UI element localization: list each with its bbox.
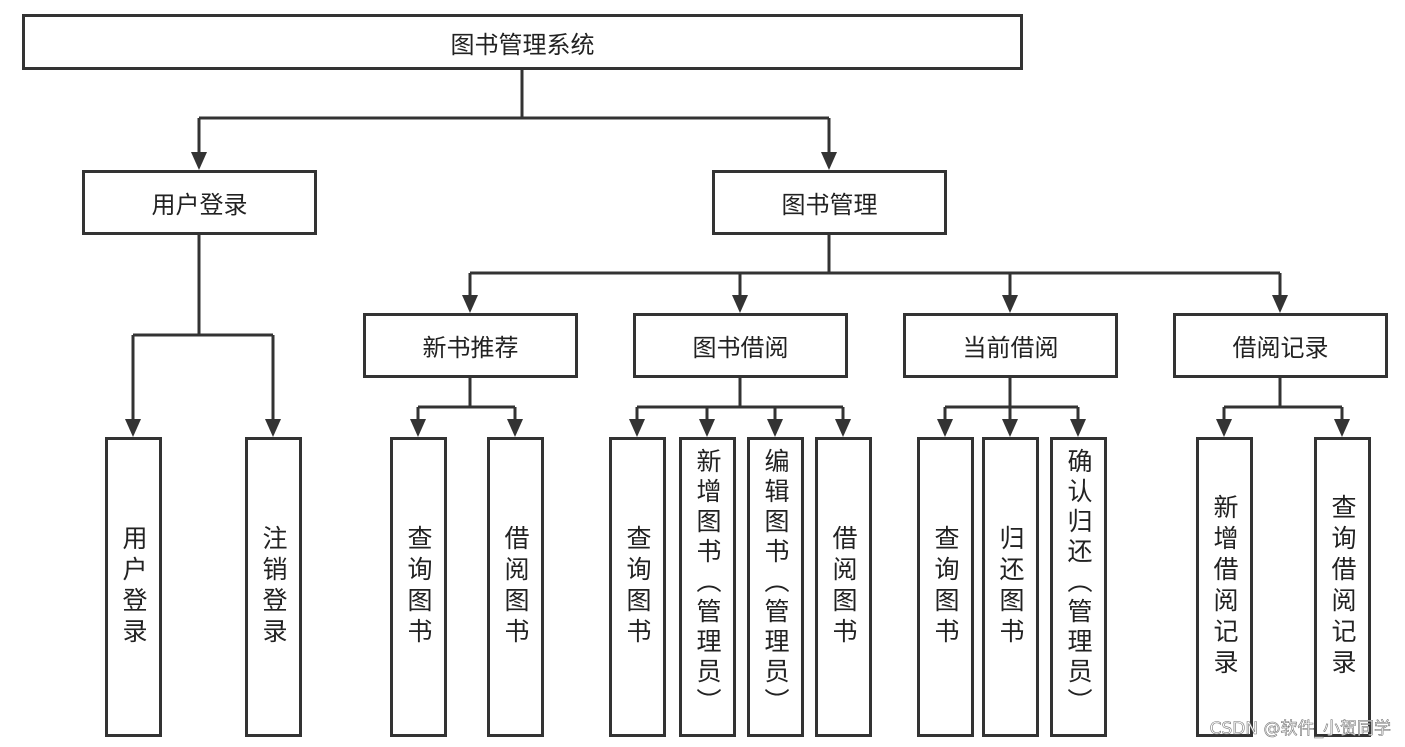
leaf-node: 注销登录 (245, 437, 302, 737)
arrow-head (1070, 419, 1086, 437)
arrow-head (1002, 295, 1018, 313)
arrow-head (507, 419, 523, 437)
arrow-head (410, 419, 426, 437)
arrow-head (1002, 419, 1018, 437)
group-node: 新书推荐 (363, 313, 578, 378)
leaf-node: 借阅图书 (487, 437, 544, 737)
arrow-head (462, 295, 478, 313)
leaf-node: 新增图书（管理员） (679, 437, 736, 737)
group-node: 图书借阅 (633, 313, 848, 378)
arrow-head (191, 152, 207, 170)
leaf-node: 查询借阅记录 (1314, 437, 1371, 737)
leaf-node: 归还图书 (982, 437, 1039, 737)
leaf-node: 借阅图书 (815, 437, 872, 737)
arrow-head (767, 419, 783, 437)
group-node: 当前借阅 (903, 313, 1118, 378)
branch-node: 用户登录 (82, 170, 317, 235)
leaf-node: 确认归还（管理员） (1050, 437, 1107, 737)
root-node: 图书管理系统 (22, 14, 1023, 70)
leaf-node: 查询图书 (917, 437, 974, 737)
arrow-head (699, 419, 715, 437)
arrow-head (835, 419, 851, 437)
arrow-head (125, 419, 141, 437)
group-node: 借阅记录 (1173, 313, 1388, 378)
arrow-head (265, 419, 281, 437)
arrow-head (1272, 295, 1288, 313)
arrow-head (732, 295, 748, 313)
leaf-node: 用户登录 (105, 437, 162, 737)
arrow-head (937, 419, 953, 437)
leaf-node: 编辑图书（管理员） (747, 437, 804, 737)
arrow-head (629, 419, 645, 437)
branch-node: 图书管理 (712, 170, 947, 235)
watermark: CSDN @软件_小贺同学 (1209, 719, 1391, 740)
leaf-node: 新增借阅记录 (1196, 437, 1253, 737)
arrow-head (1334, 419, 1350, 437)
arrow-head (1216, 419, 1232, 437)
leaf-node: 查询图书 (390, 437, 447, 737)
arrow-head (821, 152, 837, 170)
leaf-node: 查询图书 (609, 437, 666, 737)
